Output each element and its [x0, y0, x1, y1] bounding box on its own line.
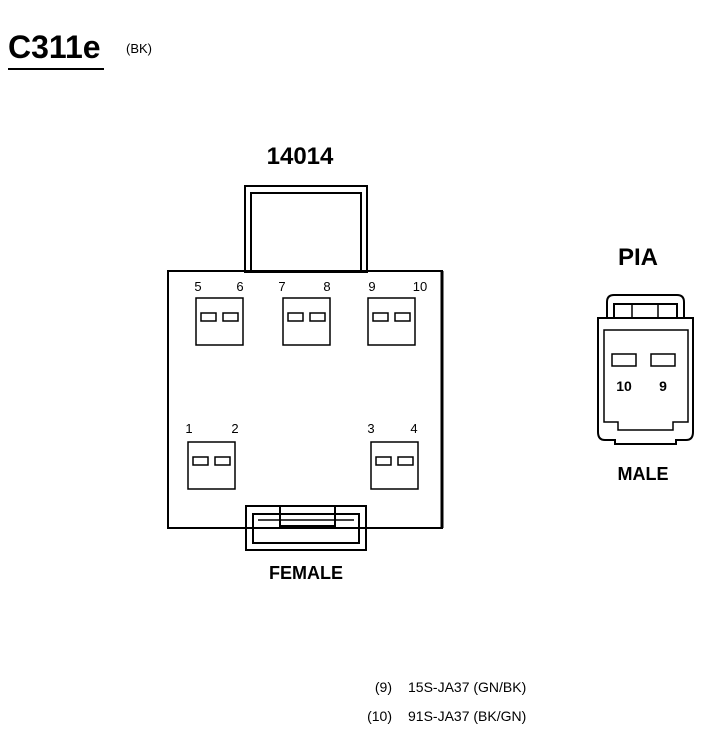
- male-pin-10-cavity: [611, 353, 637, 367]
- pinout-legend: (9) 15S-JA37 (GN/BK) (10) 91S-JA37 (BK/G…: [367, 679, 526, 724]
- female-pin-label: 10: [413, 279, 427, 294]
- female-cavity-1-2: [187, 441, 236, 490]
- pinout-pin: (10): [367, 708, 392, 724]
- female-pin-label: 9: [368, 279, 375, 294]
- pinout-circuit: 15S-JA37 (GN/BK): [408, 679, 526, 695]
- male-gender-label: MALE: [618, 464, 669, 484]
- male-top-latch-inner: [613, 303, 678, 318]
- female-pin-label: 6: [236, 279, 243, 294]
- female-pin-label: 8: [323, 279, 330, 294]
- female-connector-body: [167, 185, 444, 551]
- female-pin-label: 2: [231, 421, 238, 436]
- female-pin-label: 3: [367, 421, 374, 436]
- female-bottom-lock-inner: [252, 513, 360, 544]
- male-top-latch: [606, 294, 685, 318]
- female-cavity-9-10: [367, 297, 416, 346]
- male-pin-label: 10: [616, 378, 632, 394]
- connector-id: C311e: [8, 29, 101, 65]
- female-gender-label: FEMALE: [269, 563, 343, 583]
- male-pin-label: 9: [659, 378, 667, 394]
- pinout-pin: (9): [375, 679, 392, 695]
- female-pin-label: 5: [194, 279, 201, 294]
- connector-color-code: (BK): [126, 41, 152, 56]
- female-cavity-7-8: [282, 297, 331, 346]
- female-pin-label: 7: [278, 279, 285, 294]
- male-housing: [597, 317, 694, 445]
- female-pin-label: 4: [410, 421, 417, 436]
- male-connector-body: [597, 294, 694, 445]
- female-cavity-5-6: [195, 297, 244, 346]
- female-top-latch-inner: [250, 192, 362, 273]
- male-latch-tab: [631, 303, 659, 319]
- pinout-circuit: 91S-JA37 (BK/GN): [408, 708, 526, 724]
- female-part-number: 14014: [267, 143, 334, 170]
- male-pin-cavities: [611, 353, 676, 367]
- female-cavity-3-4: [370, 441, 419, 490]
- female-pin-label: 1: [185, 421, 192, 436]
- male-housing-inner: [603, 329, 689, 431]
- male-pin-9-cavity: [650, 353, 676, 367]
- male-connector-name: PIA: [618, 244, 658, 271]
- female-top-latch: [244, 185, 368, 273]
- female-bottom-lock-tab: [279, 505, 336, 527]
